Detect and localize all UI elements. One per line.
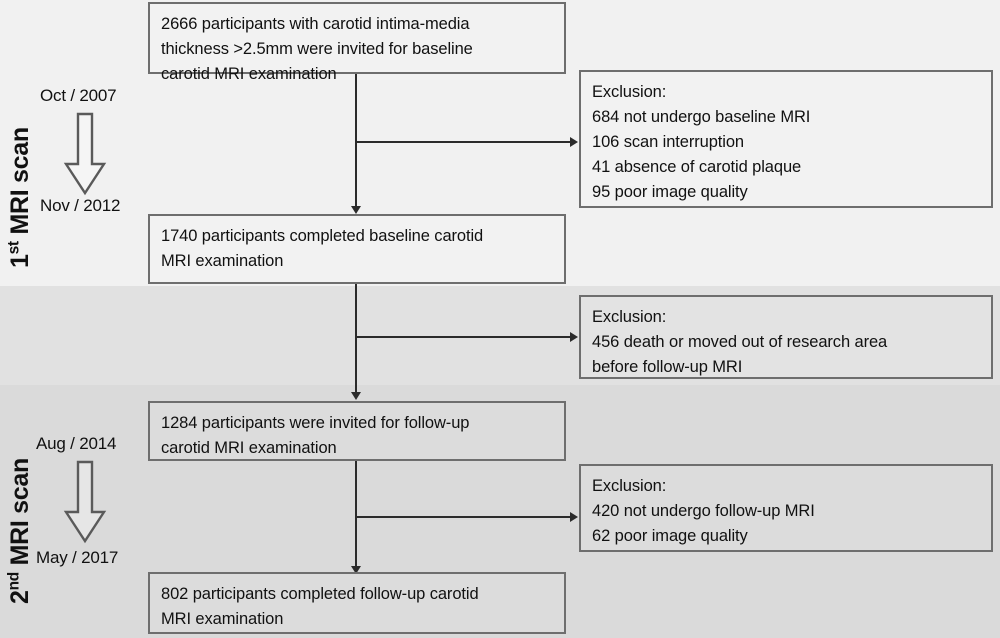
exclusion-baseline-heading: Exclusion: [592,83,667,101]
arrowhead-right-exclusion-followup [570,512,578,522]
date-end-second-scan: May / 2017 [36,548,119,567]
node-completed-baseline: 1740 participants completed baseline car… [148,214,566,284]
exclusion-box-followup: Exclusion: 420 not undergo follow-up MRI… [579,464,993,552]
connector-invited-to-completed-followup [355,460,357,570]
down-arrow-outline-icon [63,112,107,196]
exclusion-baseline-item-0: 684 not undergo baseline MRI [592,108,811,126]
connector-branch-exclusion-baseline [355,141,571,143]
node-invited-baseline: 2666 participants with carotid intima-me… [148,2,566,83]
section-label-prefix: 2 [6,590,34,604]
down-arrow-outline-icon [63,460,107,544]
node-completed-followup-line1: 802 participants completed follow-up car… [161,585,479,603]
exclusion-baseline-item-2: 41 absence of carotid plaque [592,158,802,176]
node-completed-baseline-line1: 1740 participants completed baseline car… [161,227,484,245]
arrowhead-down-followup [351,566,361,574]
node-invited-followup-line1: 1284 participants were invited for follo… [161,414,470,432]
node-completed-followup: 802 participants completed follow-up car… [148,572,566,634]
exclusion-followup-item-1: 62 poor image quality [592,527,748,545]
node-completed-followup-line2: MRI examination [161,610,284,628]
arrowhead-right-exclusion-interval [570,332,578,342]
date-start-first-scan: Oct / 2007 [40,86,117,105]
node-invited-baseline-line3: carotid MRI examination [161,65,337,83]
date-end-first-scan: Nov / 2012 [40,196,121,215]
exclusion-interval-heading: Exclusion: [592,308,667,326]
arrowhead-down-baseline [351,206,361,214]
node-invited-baseline-line1: 2666 participants with carotid intima-me… [161,15,470,33]
exclusion-baseline-item-1: 106 scan interruption [592,133,744,151]
exclusion-box-baseline: Exclusion: 684 not undergo baseline MRI … [579,70,993,208]
section-label-first-mri-scan: 1st MRI scan [6,127,35,268]
exclusion-followup-heading: Exclusion: [592,477,667,495]
exclusion-followup-item-0: 420 not undergo follow-up MRI [592,502,815,520]
arrowhead-down-interval [351,392,361,400]
section-label-superscript: st [5,241,23,255]
connector-branch-exclusion-followup [355,516,571,518]
node-completed-baseline-line2: MRI examination [161,252,284,270]
date-start-second-scan: Aug / 2014 [36,434,117,453]
section-label-suffix: MRI scan [6,458,34,573]
connector-branch-exclusion-interval [355,336,571,338]
exclusion-baseline-item-3: 95 poor image quality [592,183,748,201]
section-label-suffix: MRI scan [6,127,34,242]
connector-completed-to-invited-followup [355,283,357,396]
node-invited-followup-line2: carotid MRI examination [161,439,337,457]
arrowhead-right-exclusion-baseline [570,137,578,147]
section-label-superscript: nd [5,572,23,591]
node-invited-followup: 1284 participants were invited for follo… [148,401,566,461]
section-label-second-mri-scan: 2nd MRI scan [6,458,35,604]
exclusion-interval-item-1: before follow-up MRI [592,358,743,376]
section-label-prefix: 1 [6,254,34,268]
exclusion-interval-item-0: 456 death or moved out of research area [592,333,888,351]
exclusion-box-interval: Exclusion: 456 death or moved out of res… [579,295,993,379]
node-invited-baseline-line2: thickness >2.5mm were invited for baseli… [161,40,473,58]
